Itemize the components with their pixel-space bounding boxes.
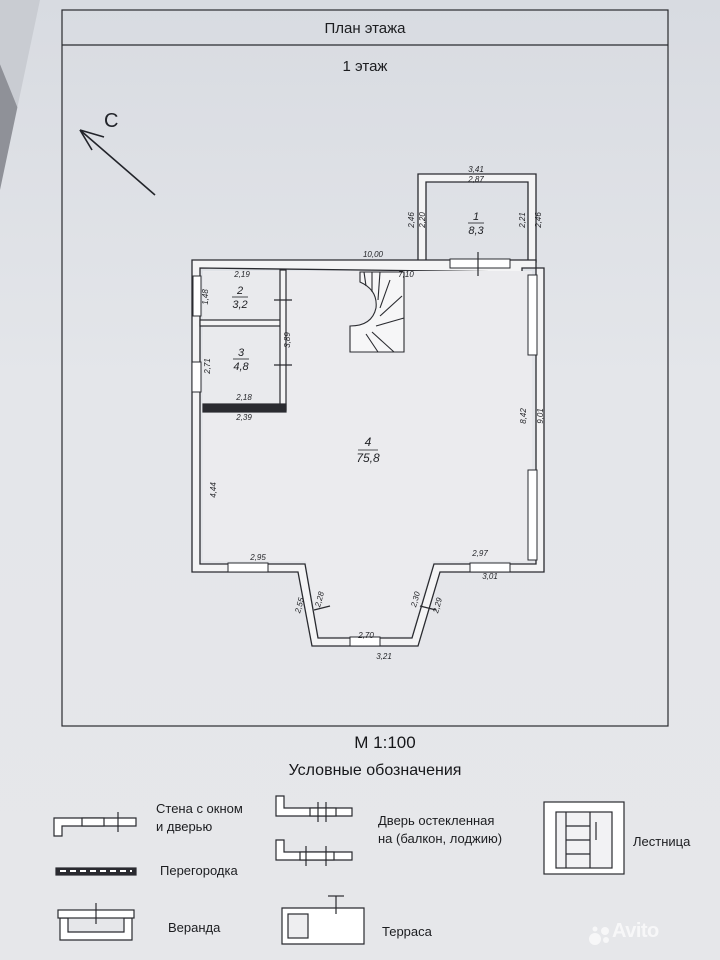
door-bay-right	[419, 605, 437, 611]
room-3-area: 4,8	[233, 361, 249, 373]
dim-room2-width: 2,19	[233, 270, 250, 279]
dim-veranda-left-inner: 2,20	[418, 212, 427, 229]
north-arrow	[79, 129, 156, 196]
dim-room3-partition: 3,89	[283, 332, 292, 348]
window-right-low	[527, 469, 538, 561]
room-2-number: 2	[236, 285, 243, 297]
dim-bottom-right-inner: 2,97	[471, 549, 488, 558]
dim-room3-depth: 2,71	[203, 358, 212, 375]
window-room2	[192, 275, 202, 317]
dim-left-inner: 4,44	[209, 482, 218, 498]
dim-room2-depth: 1,48	[201, 289, 210, 305]
plan-title: План этажа	[324, 20, 406, 37]
dim-bay-right-outer: 2,29	[431, 596, 444, 615]
dim-right-outer: 9,01	[536, 408, 545, 424]
room-1-number: 1	[473, 211, 479, 223]
dim-veranda-left-outer: 2,46	[407, 212, 416, 229]
scale-label: М 1:100	[354, 733, 416, 752]
dim-bay-bottom-outer: 3,21	[376, 652, 392, 661]
room-2-area: 3,2	[232, 299, 247, 311]
legend-partition-label: Перегородка	[160, 863, 238, 878]
avito-watermark: Avito	[612, 920, 659, 942]
legend-glass-door-label: Дверь остекленная на (балкон, лоджию)	[378, 813, 503, 846]
dim-bay-right-inner: 2,30	[409, 590, 422, 609]
room-4-area: 75,8	[356, 451, 380, 465]
legend-stairs-label: Лестница	[633, 834, 691, 849]
door-bay-left	[313, 605, 331, 611]
dim-top-total: 10,00	[363, 250, 384, 259]
dim-right-inner: 8,42	[519, 408, 528, 424]
north-label: С	[104, 110, 119, 132]
partition-room3	[202, 403, 287, 413]
legend-title: Условные обозначения	[288, 762, 462, 779]
window-right-high	[527, 274, 538, 356]
window-bay-bottom	[349, 636, 381, 647]
floor-name: 1 этаж	[342, 58, 388, 75]
room-3-number: 3	[238, 347, 245, 359]
dim-room3-outer: 2,39	[235, 413, 252, 422]
dim-room3-width: 2,18	[235, 393, 252, 402]
legend-veranda-label: Веранда	[168, 920, 221, 935]
dim-veranda-outer: 3,41	[468, 165, 484, 174]
dim-top-inner: 7,10	[398, 270, 414, 279]
room-4-number: 4	[365, 435, 372, 449]
dim-veranda-inner: 2,87	[467, 175, 484, 184]
room-1-area: 8,3	[468, 225, 484, 237]
window-bottom-right	[469, 562, 511, 573]
dim-veranda-right-inner: 2,21	[518, 212, 527, 229]
dim-bay-left-outer: 2,55	[293, 596, 306, 615]
legend-symbols	[53, 795, 625, 945]
dim-bay-bottom-inner: 2,70	[357, 631, 374, 640]
window-room3	[191, 361, 202, 393]
room-2-floor	[204, 272, 279, 319]
dim-bottom-left: 2,95	[249, 553, 266, 562]
legend-terrace-label: Терраса	[382, 924, 432, 939]
room-3-floor	[204, 328, 279, 403]
dim-veranda-right-outer: 2,46	[534, 212, 543, 229]
window-bottom-left	[227, 562, 269, 573]
drawing-frame	[61, 9, 669, 727]
avito-logo-icon	[589, 926, 609, 945]
legend-wall-label: Стена с окном и дверью	[156, 801, 243, 834]
window-top	[449, 258, 511, 269]
staircase	[349, 271, 405, 353]
legend-wall-icon	[53, 817, 137, 837]
dim-bottom-right-outer: 3,01	[482, 572, 498, 581]
dim-bay-left-inner: 2,28	[313, 590, 326, 609]
